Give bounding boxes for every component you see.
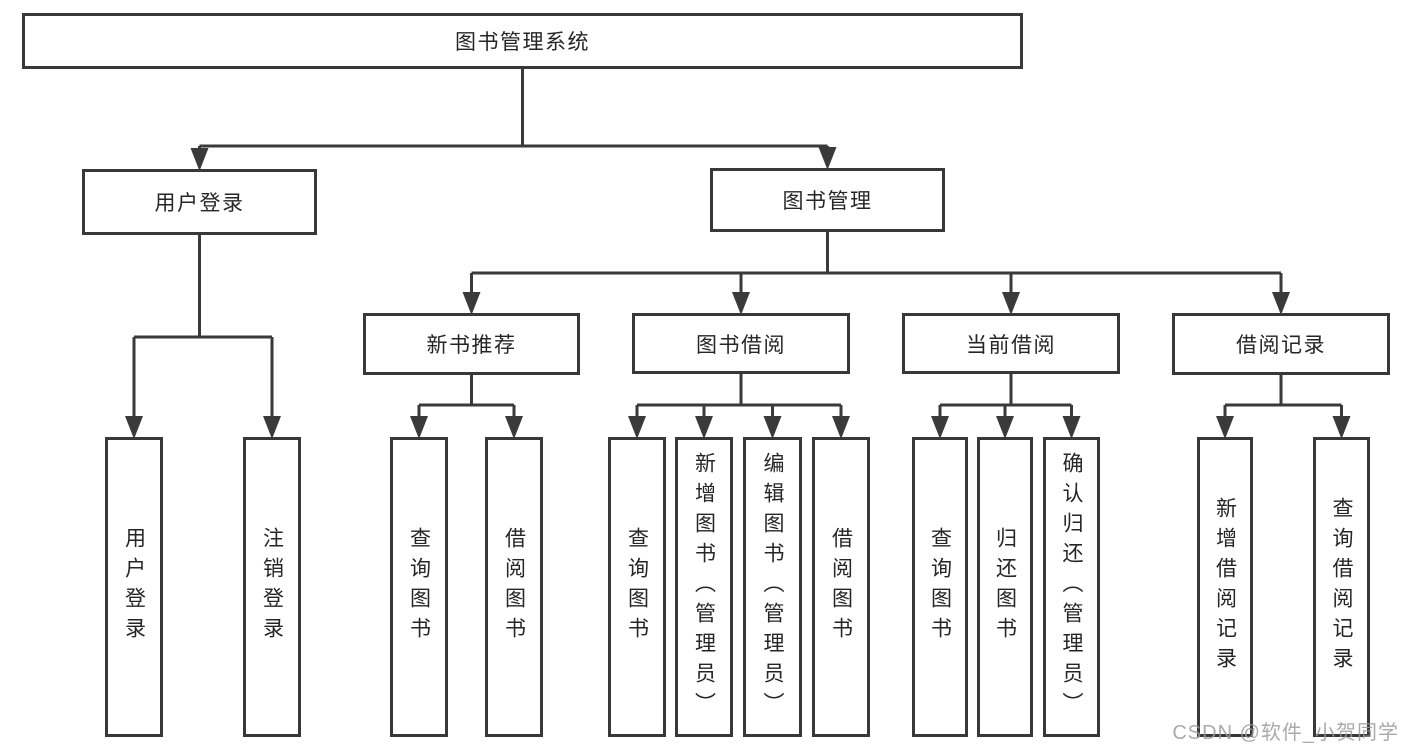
node-label: 用户登录	[122, 527, 146, 647]
node-leaf-user-login: 用户登录	[105, 437, 163, 737]
node-label: 图书管理系统	[455, 31, 590, 54]
arrowhead-icon	[628, 416, 646, 439]
arrowhead-icon	[732, 292, 750, 315]
arrowhead-icon	[763, 416, 782, 439]
node-label: 查询图书	[625, 527, 649, 647]
node-leaf-query-book-borrow: 查询图书	[608, 437, 666, 737]
node-user-login: 用户登录	[82, 169, 317, 235]
node-label: 新增图书（管理员）	[692, 452, 716, 722]
node-label: 查询借阅记录	[1330, 497, 1353, 677]
arrowhead-icon	[1002, 292, 1020, 315]
node-label: 借阅图书	[829, 527, 853, 647]
node-new-book: 新书推荐	[363, 313, 580, 375]
arrowhead-icon	[695, 416, 713, 439]
node-root: 图书管理系统	[22, 13, 1023, 69]
arrowhead-icon	[410, 416, 428, 439]
arrowhead-icon	[818, 147, 837, 170]
node-label: 用户登录	[154, 192, 245, 215]
node-book-borrow: 图书借阅	[632, 313, 850, 374]
node-leaf-query-record: 查询借阅记录	[1313, 437, 1370, 737]
node-label: 图书借阅	[696, 333, 786, 357]
node-leaf-query-book-cur: 查询图书	[912, 437, 968, 737]
node-label: 借阅记录	[1236, 334, 1326, 357]
node-leaf-borrow-book-2: 借阅图书	[812, 437, 870, 737]
node-leaf-query-book-new: 查询图书	[390, 437, 448, 737]
node-label: 新增借阅记录	[1213, 497, 1237, 677]
arrowhead-icon	[462, 292, 481, 315]
node-leaf-return-book: 归还图书	[977, 437, 1033, 737]
node-borrow-record: 借阅记录	[1172, 313, 1390, 375]
node-label: 编辑图书（管理员）	[761, 452, 784, 722]
arrowhead-icon	[125, 416, 143, 439]
node-book-mgmt: 图书管理	[710, 168, 945, 232]
arrowhead-icon	[1272, 292, 1290, 315]
node-leaf-edit-book: 编辑图书（管理员）	[743, 437, 802, 737]
arrowhead-icon	[190, 148, 209, 171]
node-leaf-logout: 注销登录	[243, 437, 301, 737]
arrowhead-icon	[832, 416, 850, 439]
watermark: CSDN @软件_小贺同学	[1172, 722, 1399, 744]
node-label: 归还图书	[993, 527, 1017, 647]
arrowhead-icon	[1062, 416, 1081, 439]
node-leaf-add-record: 新增借阅记录	[1197, 437, 1253, 737]
arrowhead-icon	[505, 416, 523, 439]
arrowhead-icon	[931, 416, 949, 439]
arrowhead-icon	[263, 416, 281, 439]
arrowhead-icon	[1332, 416, 1351, 439]
node-leaf-confirm-return: 确认归还（管理员）	[1043, 437, 1100, 737]
arrowhead-icon	[1216, 416, 1234, 439]
node-label: 确认归还（管理员）	[1060, 452, 1083, 722]
arrowhead-icon	[996, 416, 1014, 439]
node-label: 查询图书	[407, 527, 431, 647]
node-current-borrow: 当前借阅	[902, 313, 1120, 374]
node-label: 查询图书	[928, 527, 952, 647]
node-leaf-add-book: 新增图书（管理员）	[675, 437, 733, 737]
node-label: 新书推荐	[426, 334, 517, 357]
node-label: 注销登录	[260, 527, 284, 647]
node-label: 当前借阅	[966, 333, 1056, 357]
node-label: 图书管理	[782, 190, 873, 213]
node-label: 借阅图书	[502, 527, 526, 647]
node-leaf-borrow-book-new: 借阅图书	[485, 437, 543, 737]
